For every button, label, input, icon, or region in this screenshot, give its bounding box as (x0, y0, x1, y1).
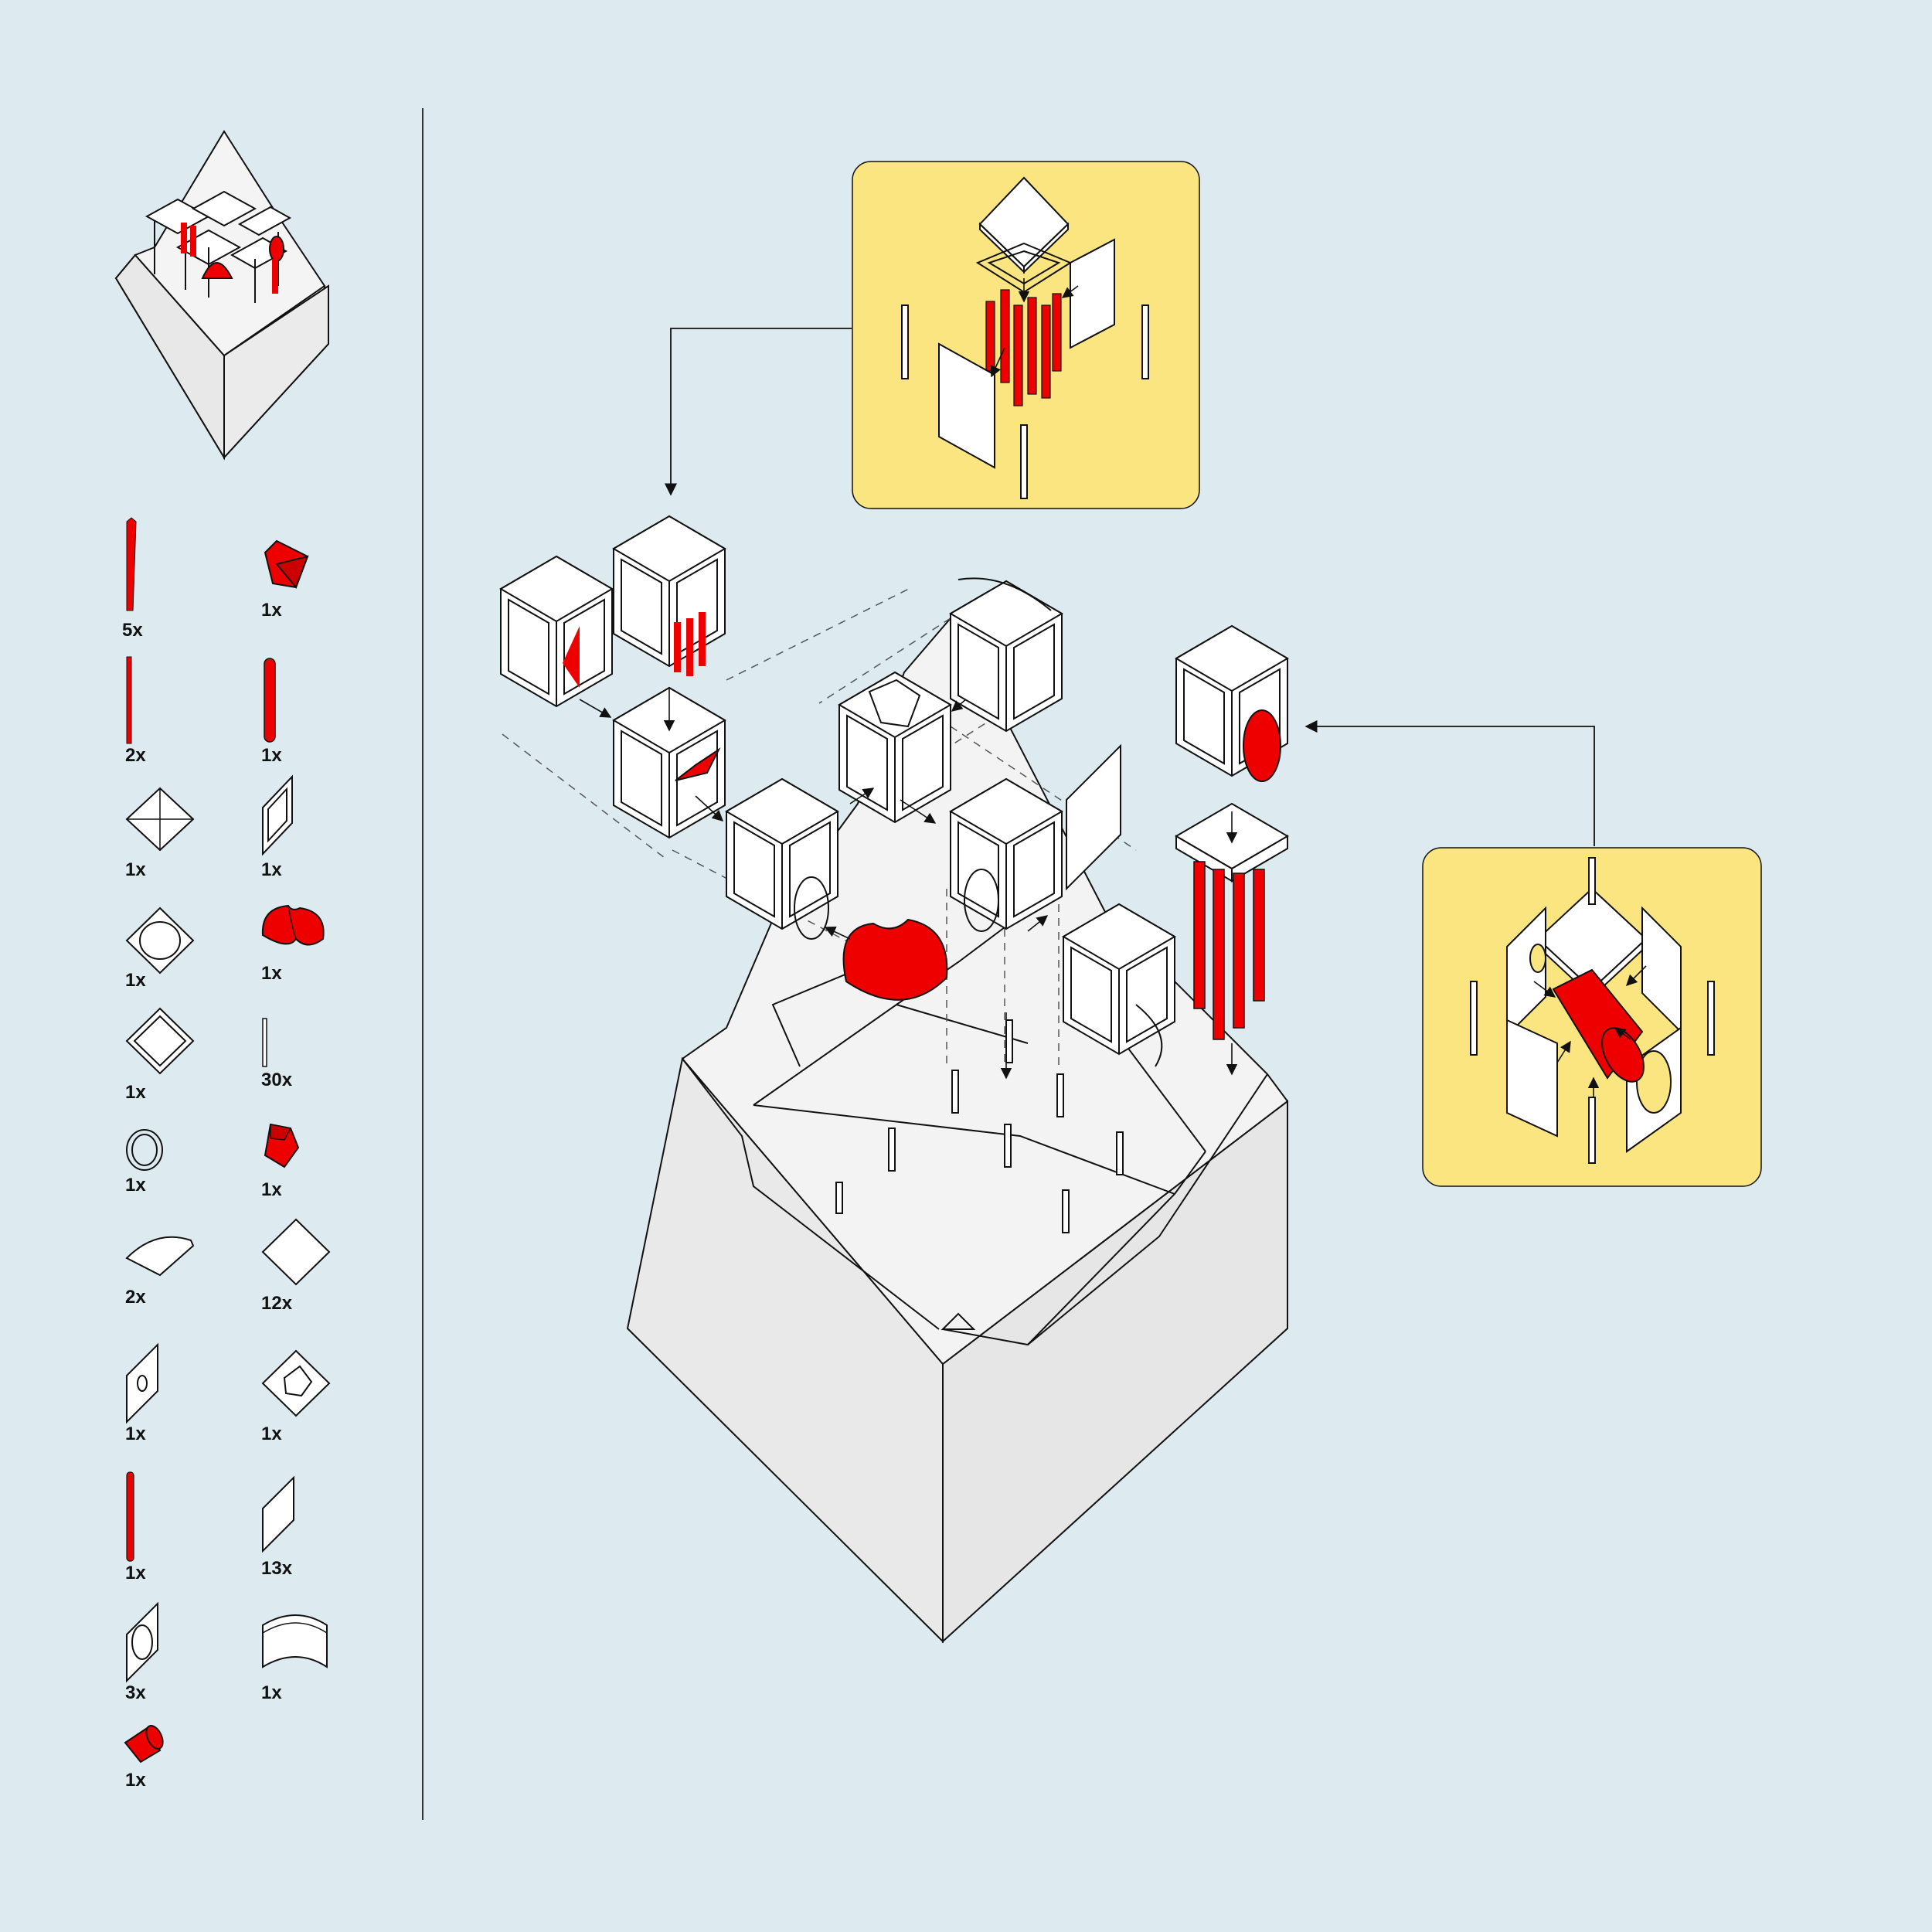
parts-list: 5x 1x 2x 1x 1x 1x 1x 1x 1x 30x 1x (0, 0, 417, 1932)
module-red-post-cube (613, 515, 726, 676)
part-item: 2x (125, 656, 218, 773)
part-item: 5x (122, 517, 215, 641)
part-item: 3x (125, 1601, 218, 1719)
part-item: 2x (125, 1229, 218, 1345)
round-hole-panel-icon (126, 1601, 158, 1683)
module-right-cube (1063, 903, 1175, 1067)
pyramid-roof-icon (125, 787, 195, 852)
part-qty: 3x (125, 1682, 146, 1703)
base-pegs (835, 1019, 1124, 1233)
red-cylinder-rod-icon (264, 658, 276, 743)
ring-icon (126, 1129, 163, 1171)
thin-peg-icon (262, 1018, 267, 1067)
part-qty: 1x (125, 1770, 146, 1791)
red-wedge-block-icon (264, 539, 309, 589)
base-block (626, 617, 1289, 1644)
red-pentagon-block-icon (264, 1123, 300, 1168)
module-round-hole-cube-center (950, 778, 1063, 932)
module-curved-cube (950, 577, 1063, 732)
part-item: 1x (125, 1007, 218, 1124)
module-pentagon-cube (838, 672, 951, 823)
part-qty: 13x (261, 1558, 293, 1579)
module-circle-cube (1175, 625, 1288, 782)
part-qty: 1x (125, 859, 146, 880)
part-item: 1x (125, 1342, 218, 1461)
part-item: 1x (261, 1123, 354, 1240)
part-item: 1x (261, 1349, 354, 1467)
loose-panel (1066, 743, 1121, 891)
curved-wall-panel-icon (262, 1614, 328, 1668)
callout-cone-assembly (1422, 847, 1762, 1187)
part-item: 1x (261, 774, 354, 893)
part-item: 1x (125, 1471, 218, 1588)
part-qty: 2x (125, 1287, 146, 1308)
part-qty: 1x (125, 1423, 146, 1444)
part-qty: 1x (261, 745, 282, 766)
assembly-arrows (579, 688, 1238, 1080)
part-qty: 1x (125, 1563, 146, 1583)
part-item: 1x (124, 1723, 218, 1839)
part-qty: 1x (261, 1682, 282, 1703)
part-qty: 12x (261, 1293, 293, 1314)
overview-thumbnail (114, 130, 330, 461)
part-item: 1x (261, 539, 354, 657)
part-item: 1x (261, 1611, 354, 1727)
part-item: 30x (261, 1018, 354, 1134)
part-qty: 1x (261, 1423, 282, 1444)
square-ring-tile-icon (125, 1007, 195, 1075)
part-qty: 1x (261, 859, 282, 880)
part-qty: 30x (261, 1070, 293, 1090)
part-item: 1x (261, 904, 354, 1020)
round-hole-tile-icon (125, 906, 195, 975)
part-qty: 1x (261, 1179, 282, 1200)
part-qty: 2x (125, 745, 146, 766)
part-item: 1x (125, 1128, 218, 1244)
part-qty: 1x (125, 1082, 146, 1103)
part-item: 1x (125, 906, 218, 1024)
module-left-cube (500, 556, 613, 707)
module-wedge-cube (613, 687, 726, 838)
red-post-cluster (1193, 861, 1265, 1040)
short-red-rod-icon (126, 656, 132, 744)
flat-side-panel-icon (262, 1475, 294, 1553)
part-item: 13x (261, 1475, 354, 1594)
part-qty: 5x (122, 620, 143, 641)
part-item: 12x (261, 1218, 354, 1335)
red-cone-tube-icon (124, 1725, 164, 1764)
pentagon-hole-tile-icon (261, 1349, 331, 1417)
panel-divider (422, 108, 423, 1820)
part-item: 1x (261, 657, 354, 773)
callout-roof-assembly (852, 161, 1200, 509)
part-qty: 1x (125, 1175, 146, 1196)
curved-roof-tile-icon (125, 1236, 195, 1277)
red-elbow-tube-icon (261, 904, 325, 946)
flat-square-tile-icon (261, 1218, 331, 1286)
small-hole-panel-icon (126, 1342, 158, 1424)
long-red-rod-icon (126, 1471, 134, 1562)
tall-red-post-icon (126, 517, 137, 611)
part-qty: 1x (261, 963, 282, 984)
red-elbow-piece (842, 918, 948, 1001)
module-round-hole-cube-left (726, 778, 838, 940)
part-item: 1x (125, 787, 218, 904)
callout-connectors (664, 328, 1595, 846)
part-qty: 1x (125, 970, 146, 991)
square-frame-icon (262, 774, 293, 856)
part-qty: 1x (261, 600, 282, 621)
